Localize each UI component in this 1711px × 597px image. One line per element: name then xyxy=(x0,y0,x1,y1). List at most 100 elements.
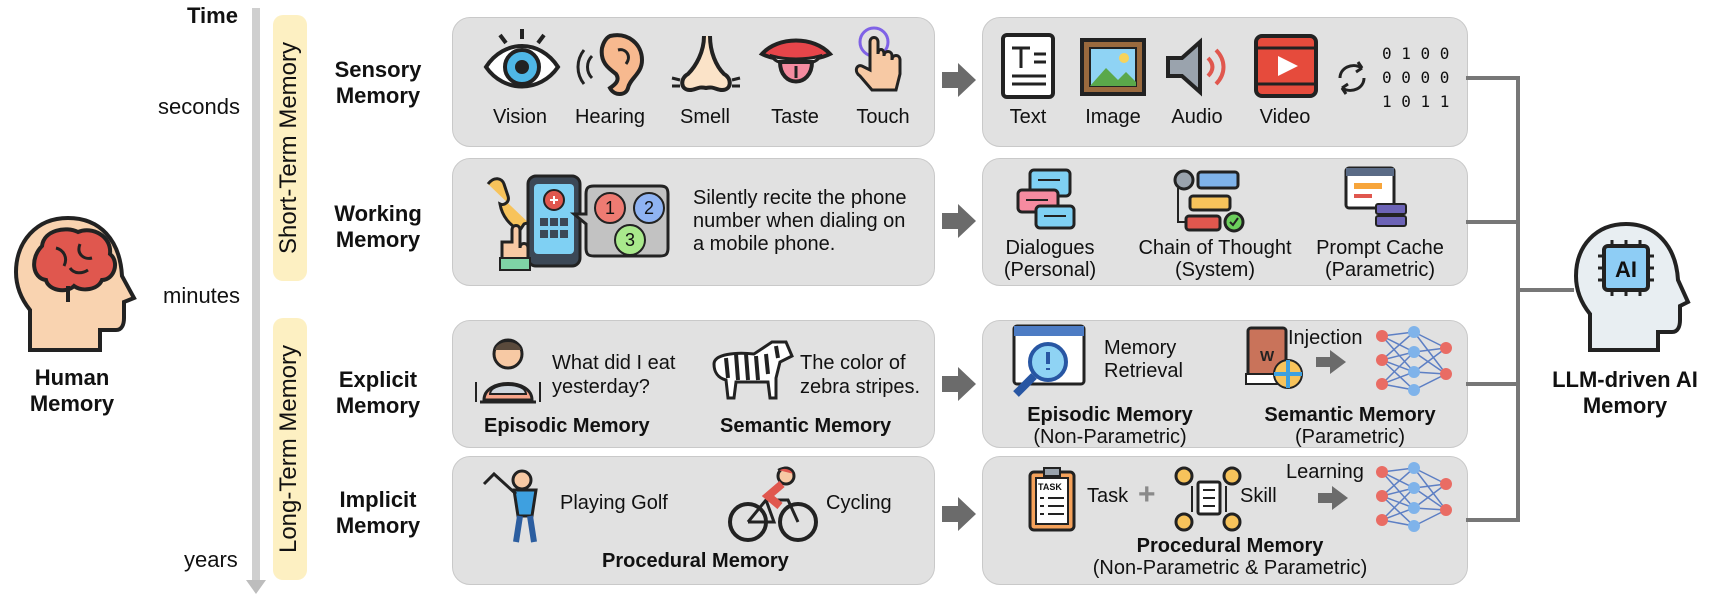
cycling-label: Cycling xyxy=(826,492,892,515)
arrow-explicit xyxy=(942,367,976,401)
ai-memory-retrieval-2: Retrieval xyxy=(1104,360,1183,383)
ai-chip-label: AI xyxy=(1604,257,1648,283)
row-label-working-2: Memory xyxy=(318,227,438,253)
ai-semantic-sub: (Parametric) xyxy=(1240,426,1460,449)
ai-semantic-label: Semantic Memory xyxy=(1240,404,1460,427)
human-memory-title-1: Human xyxy=(22,365,122,391)
ai-episodic-label: Episodic Memory xyxy=(1000,404,1220,427)
tongue-icon xyxy=(758,32,834,96)
bubble-number-2: 2 xyxy=(633,192,665,224)
row-label-working-1: Working xyxy=(318,201,438,227)
dialogues-chat-icon xyxy=(1014,166,1078,232)
ai-head-icon xyxy=(1570,218,1690,358)
skill-gears-icon xyxy=(1172,464,1244,534)
ai-chain-of-thought: Chain of Thought xyxy=(1130,237,1300,260)
ai-prompt-cache: Prompt Cache xyxy=(1305,237,1455,260)
sensory-taste: Taste xyxy=(745,106,845,129)
sync-icon xyxy=(1334,60,1370,96)
human-memory-title-2: Memory xyxy=(22,391,122,417)
task-clipboard-icon xyxy=(1026,466,1078,534)
episodic-question-1: What did I eat xyxy=(552,352,675,375)
row-label-explicit-2: Memory xyxy=(318,393,438,419)
short-term-label: Short-Term Memory xyxy=(275,28,305,268)
ai-sensory-image: Image xyxy=(1068,106,1158,129)
ai-task-label: Task xyxy=(1087,485,1128,508)
row-label-explicit-1: Explicit xyxy=(318,367,438,393)
binary-line-3: 1 0 1 1 xyxy=(1382,92,1449,111)
prompt-cache-icon xyxy=(1342,164,1410,230)
ai-sensory-text: Text xyxy=(985,106,1071,129)
touch-icon xyxy=(852,24,912,100)
ai-learning-label: Learning xyxy=(1286,461,1364,484)
ear-icon xyxy=(580,28,650,98)
chain-of-thought-icon xyxy=(1172,166,1252,234)
row-label-implicit-1: Implicit xyxy=(318,487,438,513)
time-axis-title: Time xyxy=(187,3,238,29)
eye-icon xyxy=(482,25,562,95)
sensory-touch: Touch xyxy=(833,106,933,129)
working-text-1: Silently recite the phone xyxy=(693,187,906,210)
human-procedural-label: Procedural Memory xyxy=(602,550,789,573)
book-letter: W xyxy=(1260,348,1274,365)
neural-network-icon xyxy=(1374,326,1456,396)
time-axis-arrowhead xyxy=(246,580,266,596)
task-icon-label: TASK xyxy=(1038,482,1062,492)
human-episodic-label: Episodic Memory xyxy=(484,415,650,438)
row-label-implicit-2: Memory xyxy=(318,513,438,539)
time-axis xyxy=(252,8,260,586)
person-eating-icon xyxy=(470,336,546,408)
ai-episodic-sub: (Non-Parametric) xyxy=(1000,426,1220,449)
image-picture-icon xyxy=(1080,38,1146,96)
semantic-question-1: The color of xyxy=(800,352,906,375)
learning-arrow xyxy=(1318,486,1348,510)
connector-bracket xyxy=(1466,70,1576,530)
nose-icon xyxy=(670,32,742,96)
sensory-vision: Vision xyxy=(470,106,570,129)
speaker-audio-icon xyxy=(1164,36,1234,98)
plus-icon: + xyxy=(1138,478,1156,512)
ai-procedural-sub: (Non-Parametric & Parametric) xyxy=(1060,557,1400,580)
time-tick-years: years xyxy=(184,547,238,573)
golfer-icon xyxy=(480,466,552,546)
ai-skill-label: Skill xyxy=(1240,485,1277,508)
arrow-sensory xyxy=(942,63,976,97)
neural-network-icon-2 xyxy=(1374,462,1456,532)
ai-memory-title-2: Memory xyxy=(1540,393,1710,419)
time-tick-seconds: seconds xyxy=(158,94,240,120)
working-text-2: number when dialing on xyxy=(693,210,905,233)
playing-golf-label: Playing Golf xyxy=(560,492,668,515)
arrow-implicit xyxy=(942,497,976,531)
ai-memory-retrieval-1: Memory xyxy=(1104,337,1176,360)
ai-chain-of-thought-sub: (System) xyxy=(1130,259,1300,282)
ai-sensory-audio: Audio xyxy=(1152,106,1242,129)
cyclist-icon xyxy=(728,466,818,544)
zebra-icon xyxy=(706,334,796,404)
ai-dialogues: Dialogues xyxy=(990,237,1110,260)
binary-line-2: 0 0 0 0 xyxy=(1382,68,1449,87)
row-label-sensory-2: Memory xyxy=(318,83,438,109)
ai-prompt-cache-sub: (Parametric) xyxy=(1305,259,1455,282)
sensory-hearing: Hearing xyxy=(560,106,660,129)
long-term-label: Long-Term Memory xyxy=(275,329,305,569)
binary-line-1: 0 1 0 0 xyxy=(1382,44,1449,63)
bubble-number-1: 1 xyxy=(594,192,626,224)
arrow-working xyxy=(942,204,976,238)
time-tick-minutes: minutes xyxy=(163,283,240,309)
human-head-icon xyxy=(8,210,133,360)
bubble-number-3: 3 xyxy=(614,224,646,256)
row-label-sensory-1: Sensory xyxy=(318,57,438,83)
sensory-smell: Smell xyxy=(655,106,755,129)
ai-procedural-label: Procedural Memory xyxy=(1080,535,1380,558)
ai-memory-title-1: LLM-driven AI xyxy=(1540,367,1710,393)
human-semantic-label: Semantic Memory xyxy=(720,415,891,438)
memory-retrieval-magnifier-icon xyxy=(1008,322,1088,400)
ai-sensory-video: Video xyxy=(1240,106,1330,129)
episodic-question-2: yesterday? xyxy=(552,376,650,399)
working-text-3: a mobile phone. xyxy=(693,233,835,256)
semantic-question-2: zebra stripes. xyxy=(800,376,920,399)
injection-arrow xyxy=(1316,350,1346,374)
text-document-icon xyxy=(1000,32,1056,100)
ai-dialogues-sub: (Personal) xyxy=(990,259,1110,282)
ai-injection: Injection xyxy=(1288,327,1363,350)
video-play-icon xyxy=(1254,34,1318,98)
